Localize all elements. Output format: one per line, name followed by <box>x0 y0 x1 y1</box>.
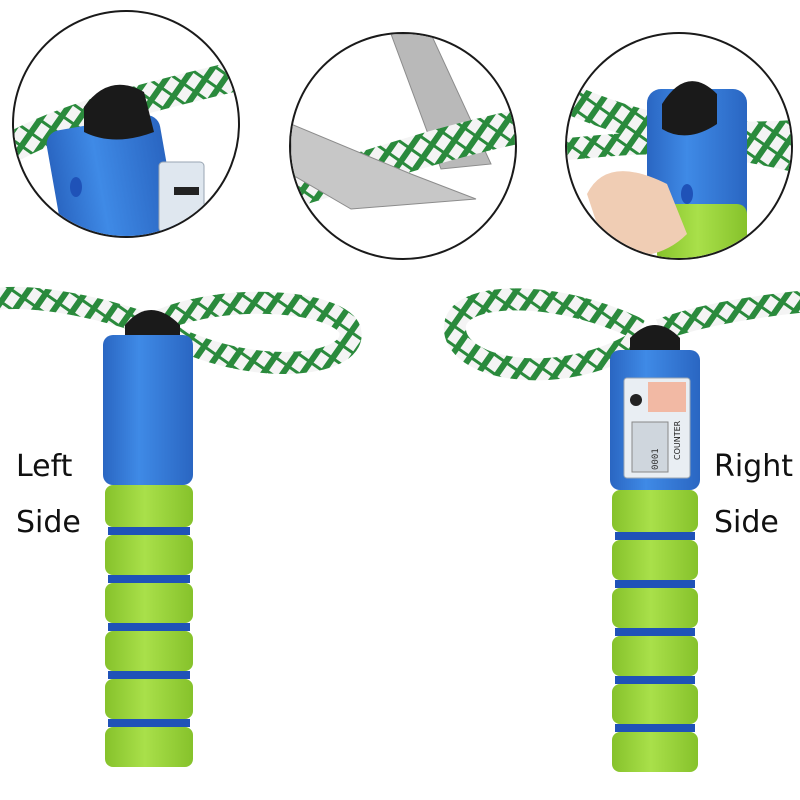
right-rope-cap <box>630 325 680 355</box>
scissor-blade-bottom <box>291 123 477 210</box>
counter-digits: 0001 <box>651 448 661 470</box>
main-product-view: COUNTER 0001 <box>0 270 800 800</box>
hand <box>587 171 687 257</box>
rope <box>291 109 515 209</box>
right-side-label-line1: Right <box>714 449 793 484</box>
counter-window <box>158 161 205 233</box>
handle-top <box>46 115 179 236</box>
rope-cap <box>84 84 154 140</box>
scissors-cut-detail <box>289 32 517 260</box>
rope-left-b <box>145 291 362 374</box>
rope-left-a <box>0 287 154 336</box>
counter-label: COUNTER <box>673 420 682 460</box>
right-side-label-line2: Side <box>714 505 779 540</box>
right-foam-grip <box>612 490 698 772</box>
rope-right-b <box>656 290 800 341</box>
attach-right-detail <box>565 32 793 260</box>
attach-left-detail <box>12 10 240 238</box>
left-handle-body <box>103 335 193 485</box>
counter-window: COUNTER 0001 <box>623 377 691 479</box>
left-side-label-line1: Left <box>16 449 73 484</box>
left-side-label-line2: Side <box>16 505 81 540</box>
left-foam-grip <box>105 485 193 767</box>
rope-cap <box>662 81 717 136</box>
rope-right-a <box>443 288 646 381</box>
